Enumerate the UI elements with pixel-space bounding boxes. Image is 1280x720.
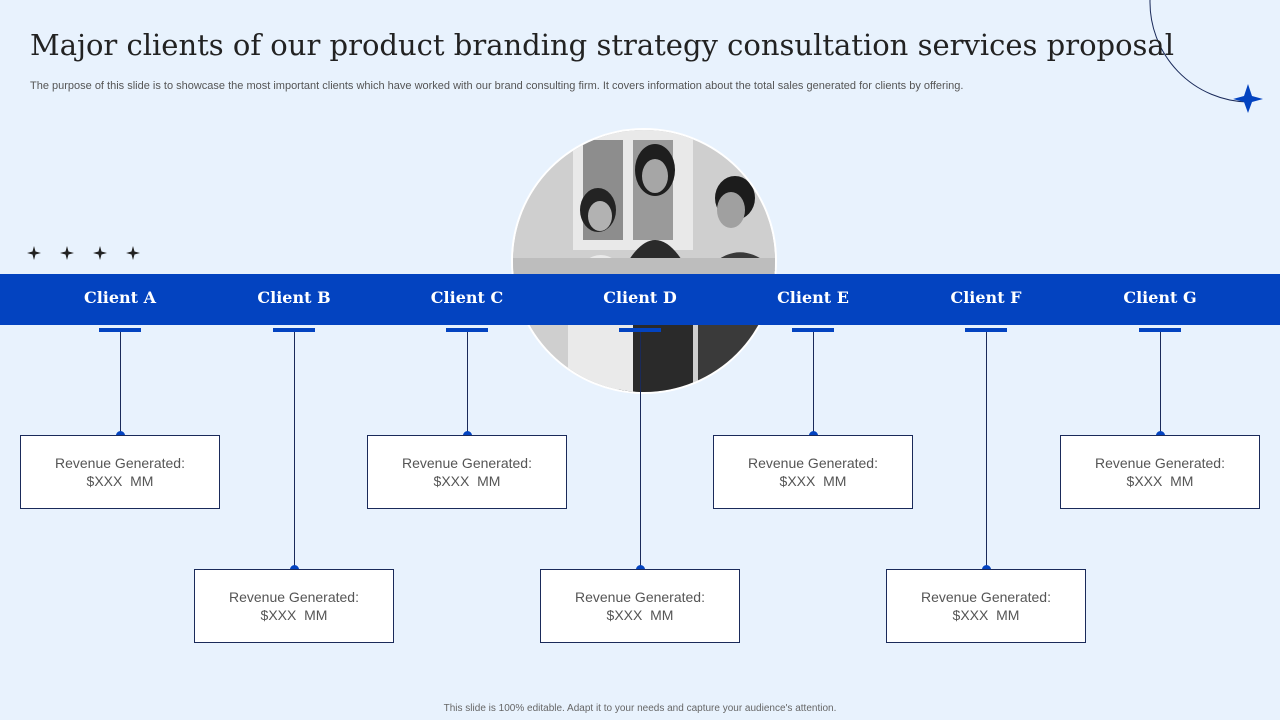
corner-star-icon xyxy=(1233,84,1263,113)
client-label: Client C xyxy=(387,288,547,307)
client-connector-line xyxy=(1160,332,1161,435)
revenue-value: $XXX MM xyxy=(714,472,912,490)
sparkle-stars xyxy=(27,246,140,260)
footer-note: This slide is 100% editable. Adapt it to… xyxy=(0,703,1280,714)
client-revenue-card: Revenue Generated:$XXX MM xyxy=(20,435,220,509)
client-label: Client F xyxy=(906,288,1066,307)
revenue-value: $XXX MM xyxy=(541,606,739,624)
client-connector-line xyxy=(294,332,295,569)
team-meeting-photo xyxy=(511,128,777,394)
client-connector-line xyxy=(467,332,468,435)
client-revenue-card: Revenue Generated:$XXX MM xyxy=(367,435,567,509)
revenue-value: $XXX MM xyxy=(21,472,219,490)
sparkle-icon xyxy=(126,246,140,260)
revenue-value: $XXX MM xyxy=(368,472,566,490)
client-label: Client E xyxy=(733,288,893,307)
client-revenue-card: Revenue Generated:$XXX MM xyxy=(194,569,394,643)
client-label: Client G xyxy=(1080,288,1240,307)
client-label: Client D xyxy=(560,288,720,307)
revenue-label: Revenue Generated: xyxy=(368,454,566,472)
revenue-label: Revenue Generated: xyxy=(195,588,393,606)
revenue-label: Revenue Generated: xyxy=(1061,454,1259,472)
revenue-value: $XXX MM xyxy=(195,606,393,624)
client-revenue-card: Revenue Generated:$XXX MM xyxy=(713,435,913,509)
revenue-label: Revenue Generated: xyxy=(21,454,219,472)
sparkle-icon xyxy=(93,246,107,260)
client-connector-line xyxy=(640,332,641,569)
sparkle-icon xyxy=(27,246,41,260)
client-connector-line xyxy=(986,332,987,569)
client-connector-line xyxy=(120,332,121,435)
page-title: Major clients of our product branding st… xyxy=(30,28,1174,62)
client-label: Client B xyxy=(214,288,374,307)
revenue-label: Revenue Generated: xyxy=(887,588,1085,606)
revenue-label: Revenue Generated: xyxy=(541,588,739,606)
sparkle-icon xyxy=(60,246,74,260)
revenue-label: Revenue Generated: xyxy=(714,454,912,472)
revenue-value: $XXX MM xyxy=(887,606,1085,624)
page-subtitle: The purpose of this slide is to showcase… xyxy=(30,80,963,92)
client-revenue-card: Revenue Generated:$XXX MM xyxy=(1060,435,1260,509)
client-label: Client A xyxy=(40,288,200,307)
client-connector-line xyxy=(813,332,814,435)
revenue-value: $XXX MM xyxy=(1061,472,1259,490)
client-revenue-card: Revenue Generated:$XXX MM xyxy=(886,569,1086,643)
client-revenue-card: Revenue Generated:$XXX MM xyxy=(540,569,740,643)
